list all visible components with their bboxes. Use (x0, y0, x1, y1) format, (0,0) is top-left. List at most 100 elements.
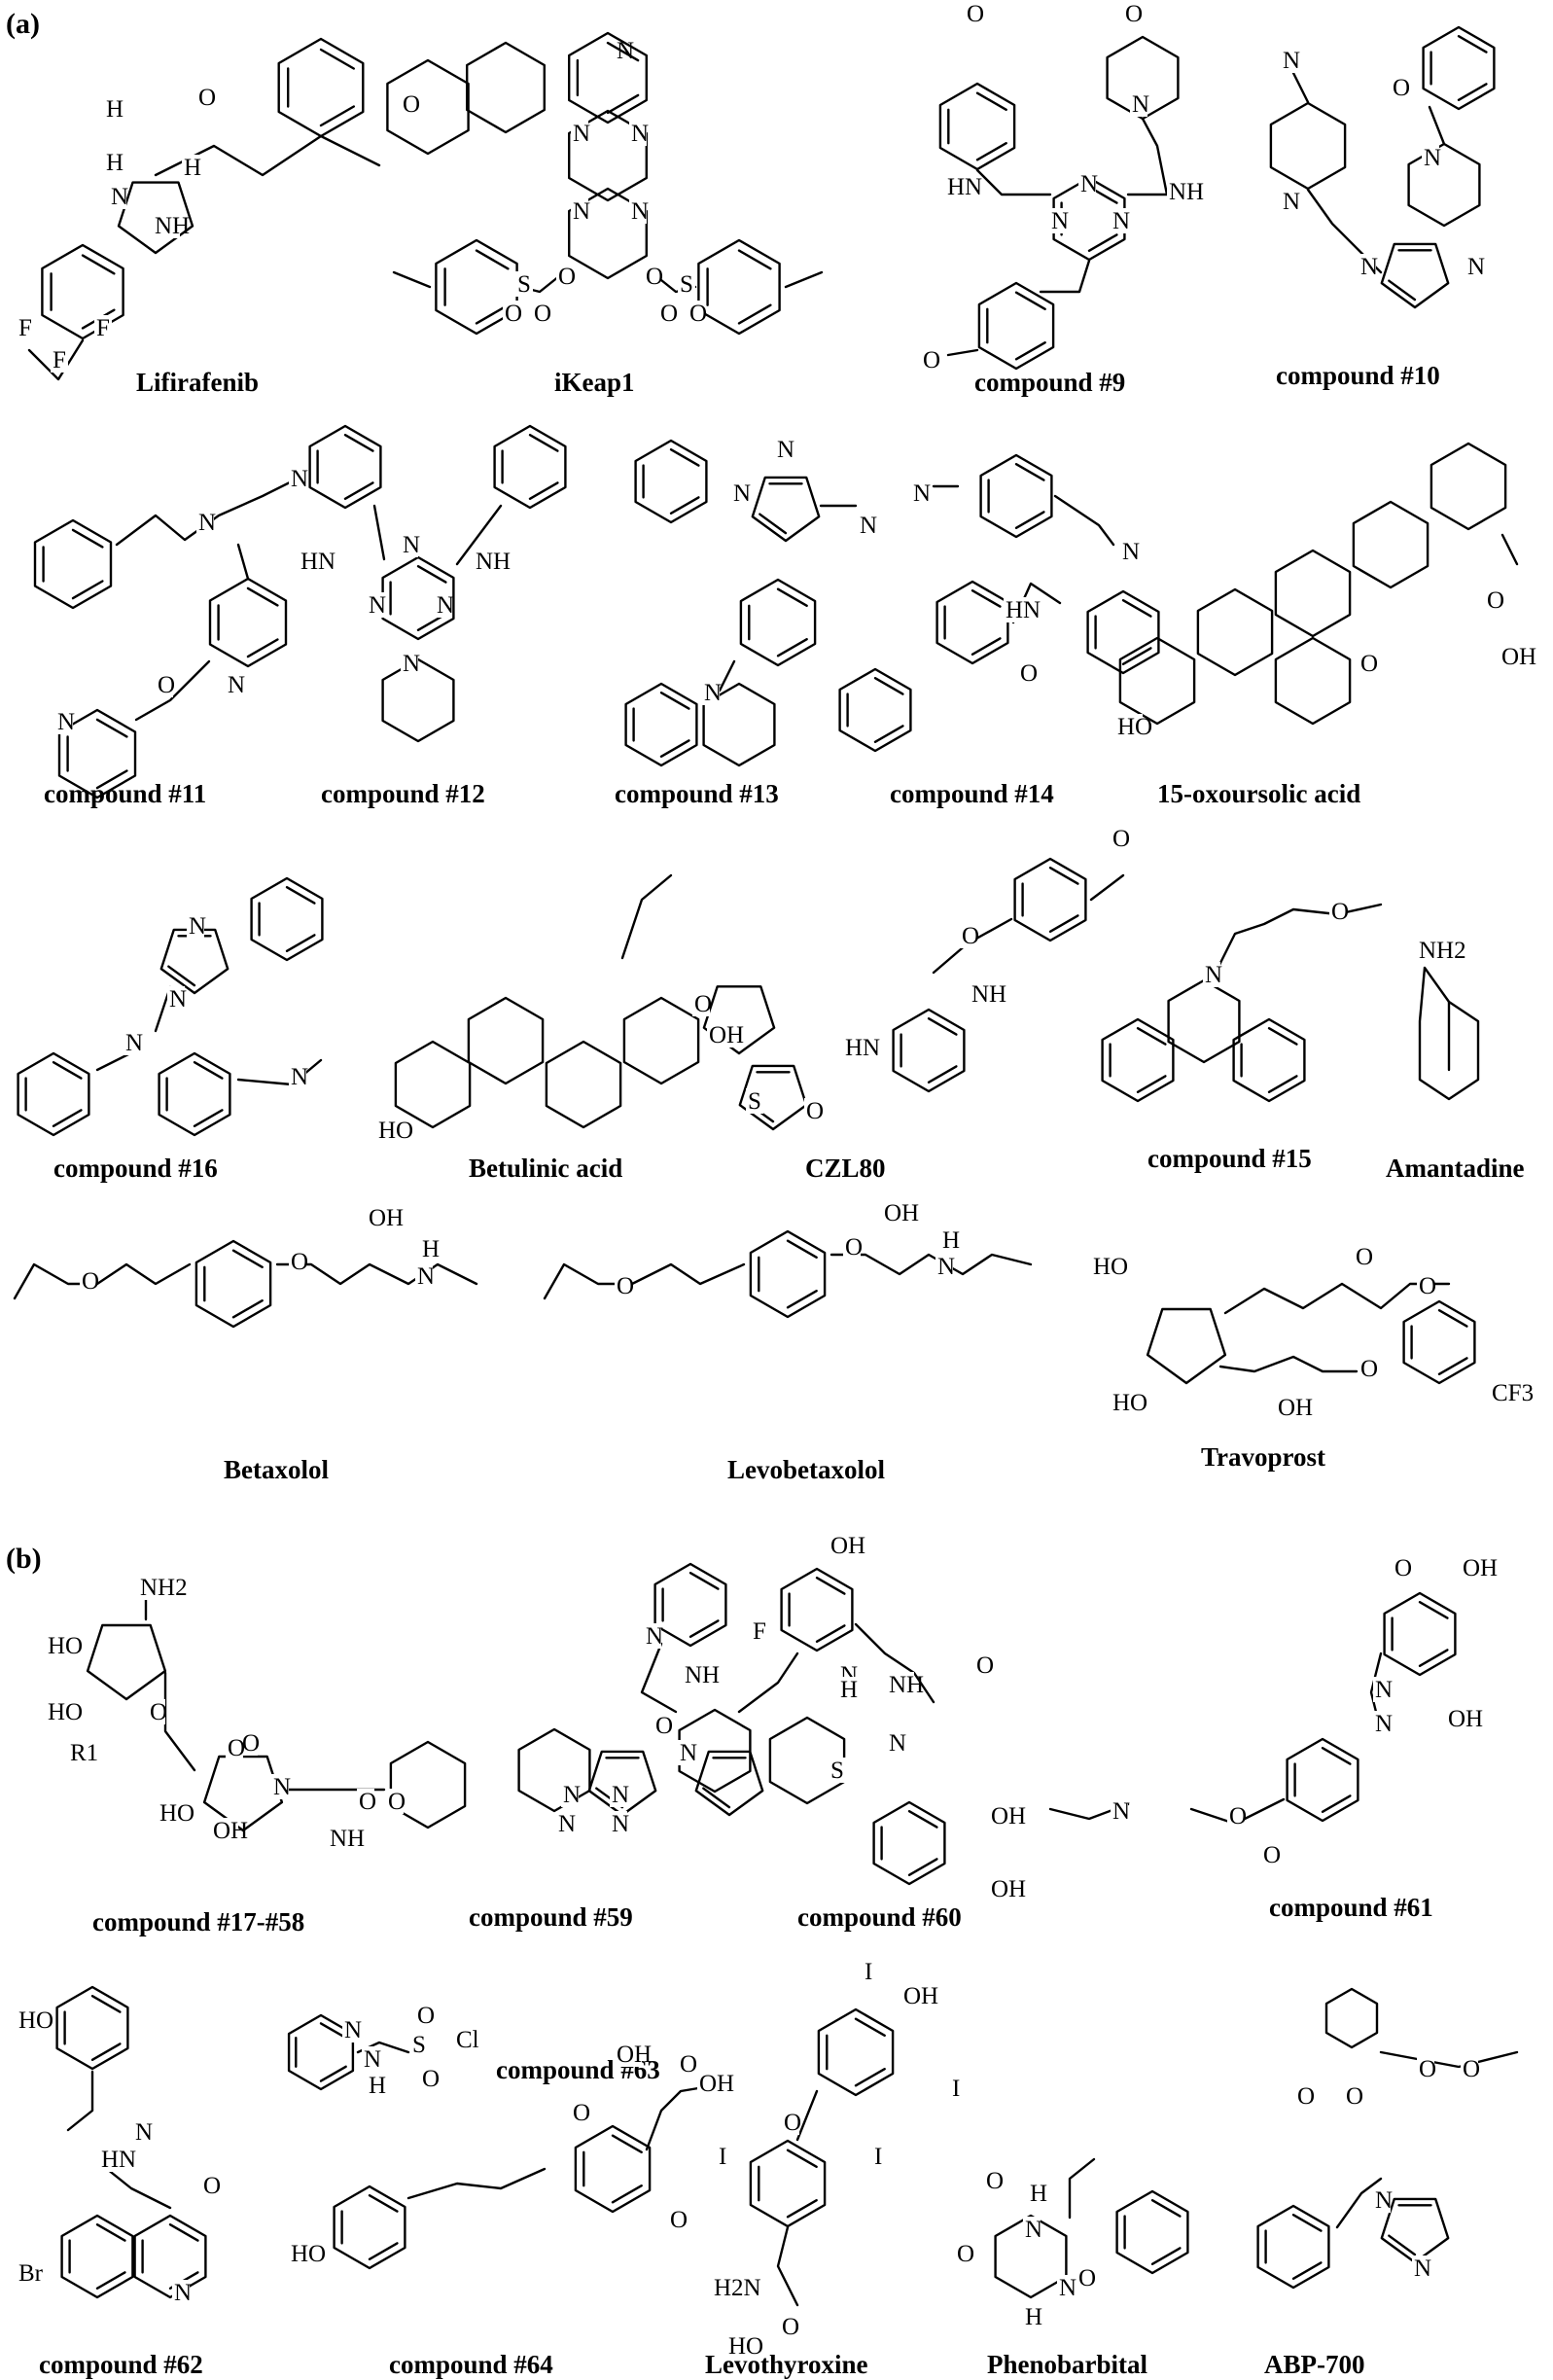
compound-name: compound #14 (890, 779, 1054, 808)
bond-path (975, 142, 1007, 161)
atom-label: HO (291, 2241, 326, 2267)
atom-label: O (228, 1735, 245, 1761)
atom-label: NH2 (1419, 938, 1466, 964)
atom-backdrop (1091, 1254, 1118, 1279)
atom-backdrop (1130, 91, 1147, 117)
atom-backdrop (678, 2051, 695, 2077)
bond-path (737, 303, 772, 325)
bond-path (55, 1985, 129, 2071)
atom-label: HO (159, 1800, 194, 1827)
bond-path (1321, 1794, 1352, 1813)
bond-path (780, 1567, 854, 1652)
bond-path (873, 725, 904, 743)
bond-path (622, 996, 700, 1085)
bond-path (1167, 978, 1241, 1064)
bond-path (90, 1995, 122, 2013)
atom-backdrop (989, 1803, 1016, 1829)
atom-label: OH (1501, 644, 1536, 670)
atom-label: O (203, 2173, 221, 2199)
compound-name: compound #59 (469, 1902, 633, 1932)
bond-path (1136, 1075, 1167, 1093)
atom-label: O (1487, 587, 1504, 614)
atom-backdrop (167, 986, 185, 1012)
atom-label: O (82, 1268, 99, 1295)
atom-label: OH (1278, 1395, 1313, 1421)
atom-label: N (291, 1064, 308, 1090)
bond-path (620, 873, 673, 960)
atom-backdrop (415, 1263, 433, 1289)
atom-backdrop (1417, 2056, 1434, 2081)
bond-path (475, 249, 510, 270)
atom-backdrop (515, 271, 533, 297)
atom-label: NH (476, 549, 511, 575)
atom-backdrop (367, 2073, 384, 2098)
bond-path (1428, 105, 1446, 146)
atom-backdrop (109, 184, 126, 209)
atom-backdrop (94, 315, 112, 340)
bond-path (1053, 494, 1115, 547)
atom-backdrop (1412, 2256, 1429, 2281)
bond-path (416, 565, 447, 584)
bond-path (611, 2185, 643, 2204)
atom-label: N (646, 1623, 663, 1650)
bond-path (86, 1623, 167, 1701)
atom-label: I (865, 1959, 872, 1985)
atom-label: N (937, 1254, 955, 1280)
atom-label: O (1297, 2083, 1315, 2110)
atom-label: Br (18, 2260, 44, 2287)
atom-backdrop (887, 1672, 914, 1697)
bond-path (739, 578, 817, 667)
bond-path (134, 659, 211, 722)
atom-backdrop (858, 513, 875, 538)
compound-name: compound #11 (44, 779, 206, 808)
atom-label: N (291, 466, 308, 492)
atom-backdrop (1393, 1555, 1410, 1581)
atom-backdrop (226, 672, 243, 697)
bond-path (81, 254, 116, 275)
atom-backdrop (1167, 179, 1194, 204)
atom-backdrop (561, 1782, 579, 1807)
bond-path (634, 439, 708, 524)
atom-backdrop (1500, 644, 1527, 669)
atom-backdrop (804, 1098, 822, 1123)
atom-label: HO (1117, 714, 1152, 740)
atom-label: HN (101, 2147, 136, 2173)
atom-label: HO (18, 2007, 53, 2034)
atom-backdrop (1078, 171, 1096, 196)
atom-backdrop (410, 2032, 428, 2057)
atom-label: N (1375, 1677, 1393, 1703)
atom-label: O (417, 2003, 435, 2029)
atom-backdrop (974, 1652, 992, 1678)
bond-path (977, 281, 1055, 371)
atom-label: O (962, 923, 979, 949)
atom-label: O (1125, 1, 1143, 27)
atom-backdrop (367, 1205, 394, 1230)
bond-path (285, 886, 316, 905)
bond-path (158, 1051, 231, 1137)
atom-backdrop (55, 709, 73, 734)
bond-path (386, 58, 470, 156)
atom-label: O (967, 1, 984, 27)
atom-label: O (1360, 1356, 1378, 1382)
atom-backdrop (970, 981, 997, 1007)
bond-path (892, 1008, 966, 1093)
atom-label: O (957, 2241, 974, 2267)
atom-label: N (403, 532, 420, 558)
atom-backdrop (289, 2241, 316, 2266)
atom-backdrop (668, 2207, 686, 2232)
atom-backdrop (104, 96, 122, 122)
bond-path (1150, 2199, 1182, 2218)
bond-path (737, 249, 772, 270)
atom-label: O (558, 264, 576, 290)
bond-path (95, 2223, 126, 2242)
atom-backdrop (328, 1826, 355, 1851)
atom-backdrop (17, 2260, 44, 2286)
atom-label: O (1356, 1244, 1373, 1270)
bond-path (1118, 636, 1196, 726)
atom-backdrop (989, 1876, 1016, 1901)
